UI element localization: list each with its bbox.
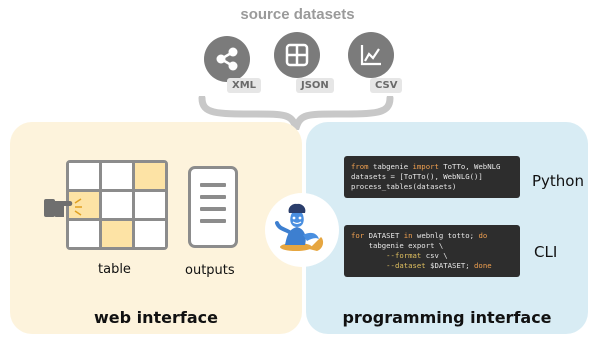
line-chart-icon bbox=[348, 32, 394, 78]
svg-text:#: # bbox=[321, 246, 329, 256]
source-datasets-title: source datasets bbox=[240, 6, 355, 23]
table-cell-highlighted bbox=[102, 221, 132, 247]
outputs-label: outputs bbox=[185, 263, 235, 278]
code-line: --dataset $DATASET; done bbox=[386, 261, 492, 270]
code-line: --format csv \ bbox=[386, 251, 448, 260]
xml-tag: XML bbox=[227, 78, 262, 93]
pointing-hand-icon bbox=[44, 198, 82, 217]
table-cell bbox=[135, 192, 165, 218]
cli-label: CLI bbox=[534, 243, 558, 261]
json-tag: JSON bbox=[296, 78, 334, 93]
programming-interface-title: programming interface bbox=[342, 308, 552, 327]
code-line: for DATASET in webnlg totto; do bbox=[351, 231, 488, 240]
table-label: table bbox=[98, 262, 131, 277]
python-label: Python bbox=[532, 172, 584, 190]
code-line: datasets = [ToTTo(), WebNLG()] bbox=[351, 172, 483, 181]
code-line: tabgenie export \ bbox=[351, 241, 444, 250]
code-line: from tabgenie import ToTTo, WebNLG bbox=[351, 162, 501, 171]
cli-code-block: for DATASET in webnlg totto; do tabgenie… bbox=[344, 225, 520, 277]
table-cell bbox=[102, 192, 132, 218]
genie-mascot-icon: # bbox=[265, 193, 339, 267]
table-cell-highlighted bbox=[135, 163, 165, 189]
table-cell bbox=[102, 163, 132, 189]
table-cell bbox=[69, 221, 99, 247]
web-interface-title: web interface bbox=[93, 308, 218, 327]
outputs-document-icon bbox=[188, 166, 238, 248]
table-cell bbox=[69, 163, 99, 189]
grid-icon bbox=[274, 32, 320, 78]
table-cell bbox=[135, 221, 165, 247]
table-cell-highlighted bbox=[69, 192, 99, 218]
csv-tag: CSV bbox=[370, 78, 403, 93]
code-line: process_tables(datasets) bbox=[351, 182, 457, 191]
share-icon bbox=[204, 36, 250, 82]
